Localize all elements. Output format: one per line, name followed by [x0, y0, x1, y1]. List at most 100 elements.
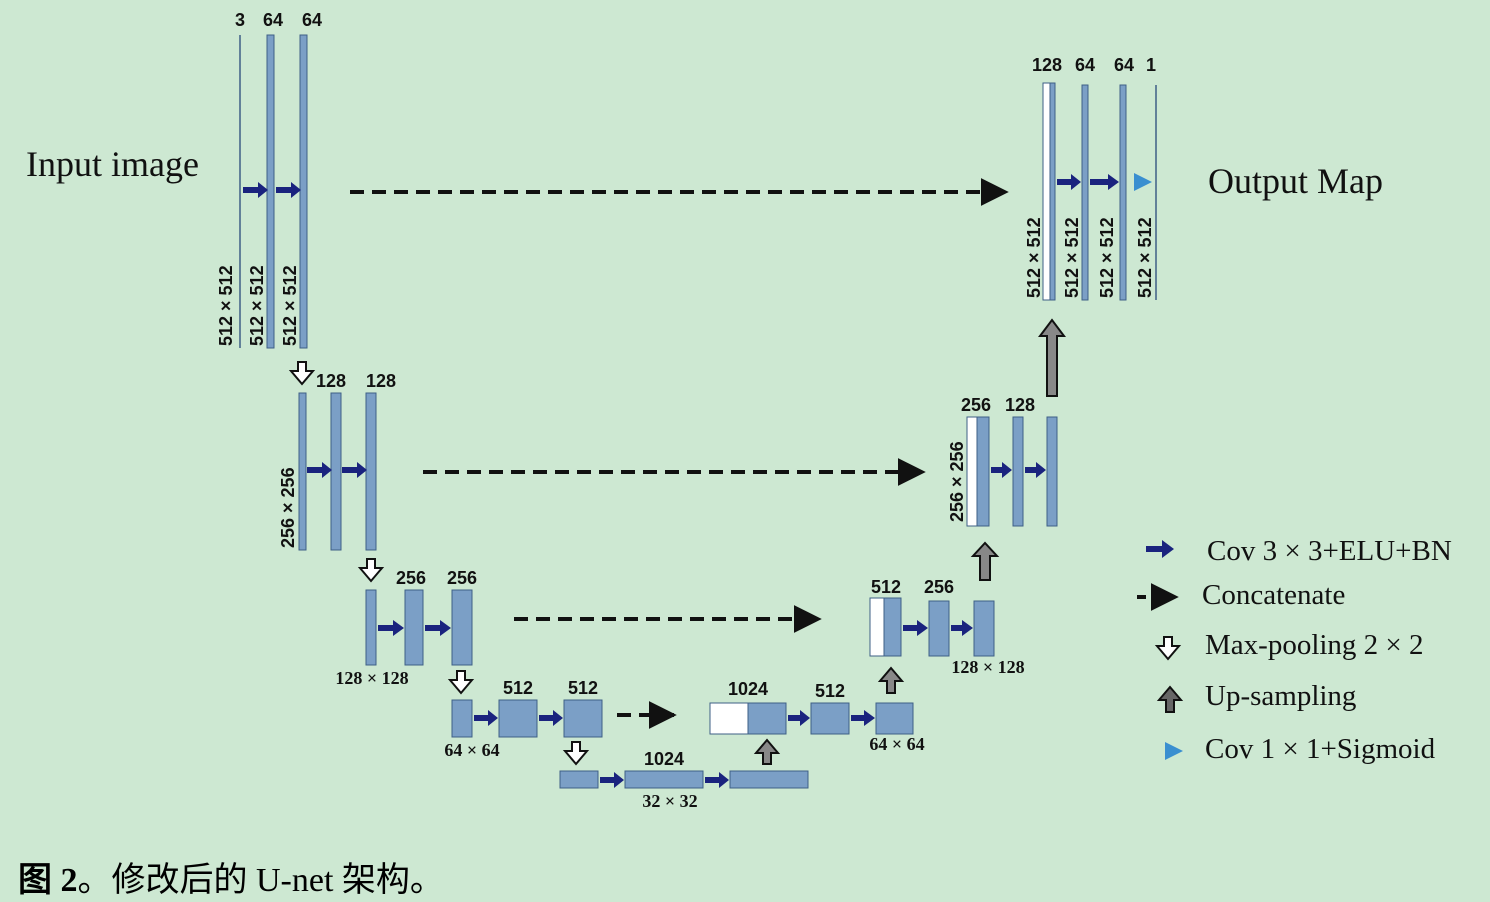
- skip-copy-block: [1042, 82, 1051, 301]
- skip-copy-block: [966, 416, 978, 527]
- upsample-arrow-icon: [1156, 685, 1184, 713]
- size-label: 512 × 512: [216, 265, 236, 346]
- legend-pool-label: Max-pooling 2 × 2: [1205, 629, 1424, 661]
- feature-block: [563, 699, 603, 738]
- encoder-level-4: 512 512 64 × 64: [444, 678, 603, 760]
- feature-block: [976, 416, 990, 527]
- size-label: 64 × 64: [444, 740, 499, 760]
- feature-block: [973, 600, 995, 657]
- legend-final-label: Cov 1 × 1+Sigmoid: [1205, 733, 1436, 765]
- maxpool-arrow-icon: [447, 670, 475, 695]
- decoder-level-2: 256 128 256 × 256: [947, 395, 1058, 527]
- conv-arrow-icon: [705, 772, 729, 788]
- feature-block: [365, 392, 377, 551]
- upsample-arrow-icon: [753, 738, 781, 765]
- channel-label: 512: [503, 678, 533, 698]
- pooling-arrows: [288, 361, 590, 766]
- encoder-level-2: 128 128 256 × 256: [278, 371, 396, 551]
- feature-block: [404, 589, 424, 666]
- legend: Cov 3 × 3+ELU+BN Concatenate Max-pooling…: [1137, 535, 1452, 765]
- feature-block: [330, 392, 342, 551]
- feature-block: [1049, 82, 1056, 301]
- conv-arrow-icon: [474, 710, 498, 726]
- channel-label: 256: [924, 577, 954, 597]
- decoder-level-3: 512 256 128 × 128: [869, 577, 1025, 677]
- size-label: 32 × 32: [642, 791, 697, 811]
- size-label: 256 × 256: [947, 441, 967, 522]
- size-label: 512 × 512: [280, 265, 300, 346]
- feature-block: [747, 702, 787, 735]
- output-map-label: Output Map: [1208, 161, 1383, 201]
- input-image-label: Input image: [26, 144, 199, 184]
- size-label: 512 × 512: [1024, 217, 1044, 298]
- figure-number: 图 2: [18, 862, 78, 899]
- size-label: 512 × 512: [1062, 217, 1082, 298]
- figure-caption-text: 。修改后的 U-net 架构。: [77, 862, 444, 899]
- feature-block: [928, 600, 950, 657]
- size-label: 512 × 512: [247, 265, 267, 346]
- size-label: 128 × 128: [335, 668, 408, 688]
- maxpool-arrow-icon: [562, 741, 590, 766]
- channel-label: 64: [1075, 55, 1095, 75]
- conv-arrow-icon: [243, 182, 268, 198]
- channel-label: 256: [961, 395, 991, 415]
- maxpool-arrow-icon: [288, 361, 316, 386]
- conv-arrow-icon: [600, 772, 624, 788]
- feature-block: [365, 589, 377, 666]
- maxpool-arrow-icon: [1154, 636, 1182, 661]
- channel-label: 512: [815, 681, 845, 701]
- channel-label: 1024: [644, 749, 684, 769]
- conv-arrow-icon: [276, 182, 301, 198]
- conv-arrow-icon: [1090, 174, 1119, 190]
- feature-block: [1119, 84, 1127, 301]
- feature-block: [624, 770, 704, 789]
- channel-label: 1: [1146, 55, 1156, 75]
- skip-connections: [350, 178, 1009, 729]
- size-label: 64 × 64: [869, 734, 924, 754]
- size-label: 128 × 128: [951, 657, 1024, 677]
- feature-block: [451, 589, 473, 666]
- conv-arrow-icon: [378, 620, 404, 636]
- upsample-arrow-icon: [1038, 318, 1066, 397]
- channel-label: 512: [871, 577, 901, 597]
- channel-label: 3: [235, 10, 245, 30]
- feature-block: [729, 770, 809, 789]
- decoder-level-1: 128 64 64 1 512 × 512 512 × 512 512 × 51…: [1024, 55, 1157, 301]
- decoder-level-4: 1024 512 64 × 64: [709, 679, 925, 754]
- size-label: 256 × 256: [278, 467, 298, 548]
- feature-block: [299, 34, 308, 349]
- figure-caption: 图 2。修改后的 U-net 架构。: [18, 852, 444, 901]
- conv-arrow-icon: [991, 462, 1012, 478]
- channel-label: 64: [263, 10, 283, 30]
- legend-up-label: Up-sampling: [1205, 680, 1356, 712]
- feature-block: [298, 392, 307, 551]
- channel-label: 64: [1114, 55, 1134, 75]
- feature-block: [1046, 416, 1058, 527]
- upsample-arrow-icon: [877, 666, 905, 694]
- bottleneck: 1024 32 × 32: [559, 749, 809, 811]
- feature-block: [1081, 84, 1089, 301]
- channel-label: 128: [366, 371, 396, 391]
- size-label: 512 × 512: [1097, 217, 1117, 298]
- feature-block: [875, 702, 914, 735]
- conv-arrow-icon: [851, 710, 875, 726]
- channel-label: 512: [568, 678, 598, 698]
- feature-block: [266, 34, 275, 349]
- conv-arrow-icon: [1057, 174, 1081, 190]
- channel-label: 64: [302, 10, 322, 30]
- maxpool-arrow-icon: [357, 558, 385, 583]
- feature-block: [810, 702, 850, 735]
- channel-label: 256: [396, 568, 426, 588]
- conv-arrow-icon: [903, 620, 928, 636]
- conv-arrow-icon: [425, 620, 451, 636]
- feature-block: [498, 699, 538, 738]
- channel-label: 128: [1032, 55, 1062, 75]
- final-conv-arrow-icon: [1165, 742, 1183, 760]
- legend-concat-label: Concatenate: [1202, 579, 1345, 611]
- encoder-level-1: 3 64 64 512 × 512 512 × 512 512 × 512: [216, 10, 322, 349]
- feature-block: [1012, 416, 1024, 527]
- conv-arrow-icon: [307, 462, 332, 478]
- skip-copy-block: [709, 702, 749, 735]
- encoder-level-3: 256 256 128 × 128: [335, 568, 477, 688]
- conv-arrow-icon: [342, 462, 367, 478]
